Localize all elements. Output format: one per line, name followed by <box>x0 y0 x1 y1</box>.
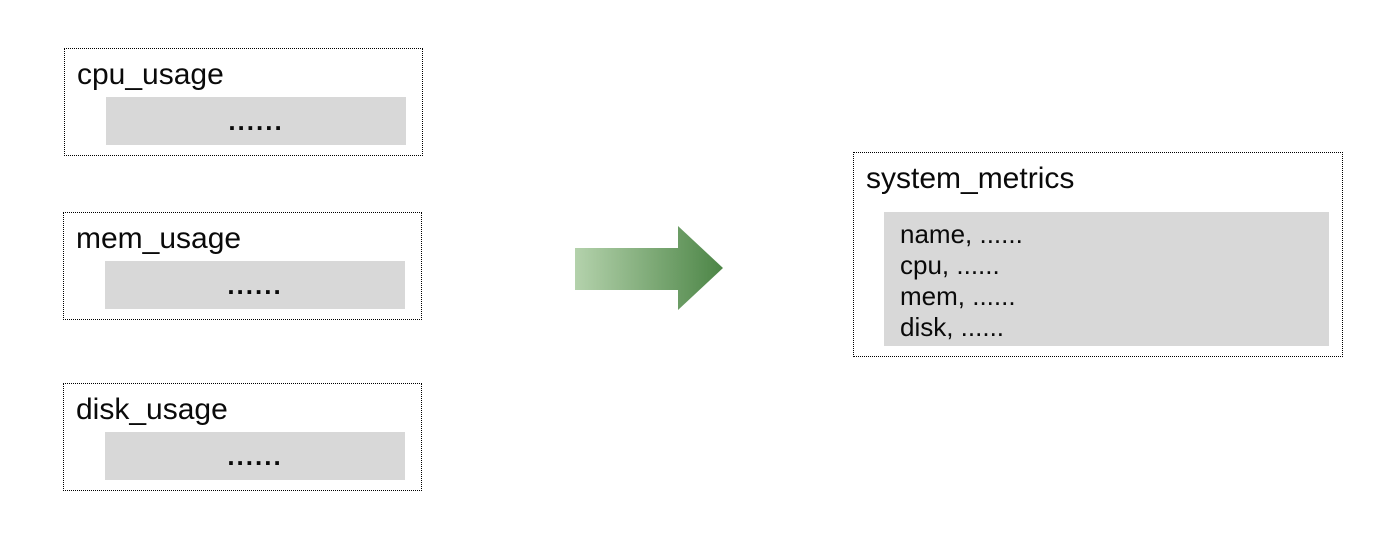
table-row: name, ...... <box>900 219 1023 249</box>
placeholder-dots: ...... <box>227 269 283 300</box>
table-row: disk, ...... <box>900 312 1005 342</box>
result-table-system-metrics: system_metrics name, ...... cpu, ...... … <box>853 152 1343 357</box>
table-row: cpu, ...... <box>900 250 1000 280</box>
source-table-mem-usage: mem_usage ...... <box>63 212 422 320</box>
table-title: system_metrics <box>866 162 1075 195</box>
table-placeholder-bar: ...... <box>105 432 405 480</box>
placeholder-dots: ...... <box>228 105 284 136</box>
table-title: mem_usage <box>76 222 242 255</box>
table-placeholder-bar: ...... <box>106 97 406 145</box>
placeholder-dots: ...... <box>227 440 283 471</box>
table-columns-panel: name, ...... cpu, ...... mem, ...... dis… <box>884 212 1329 346</box>
right-arrow-icon <box>575 226 723 310</box>
table-title: disk_usage <box>76 393 228 426</box>
table-placeholder-bar: ...... <box>105 261 405 309</box>
transform-arrow-icon <box>574 225 724 311</box>
source-table-disk-usage: disk_usage ...... <box>63 383 422 491</box>
source-table-cpu-usage: cpu_usage ...... <box>64 48 423 156</box>
table-row: mem, ...... <box>900 281 1016 311</box>
table-title: cpu_usage <box>77 58 224 91</box>
